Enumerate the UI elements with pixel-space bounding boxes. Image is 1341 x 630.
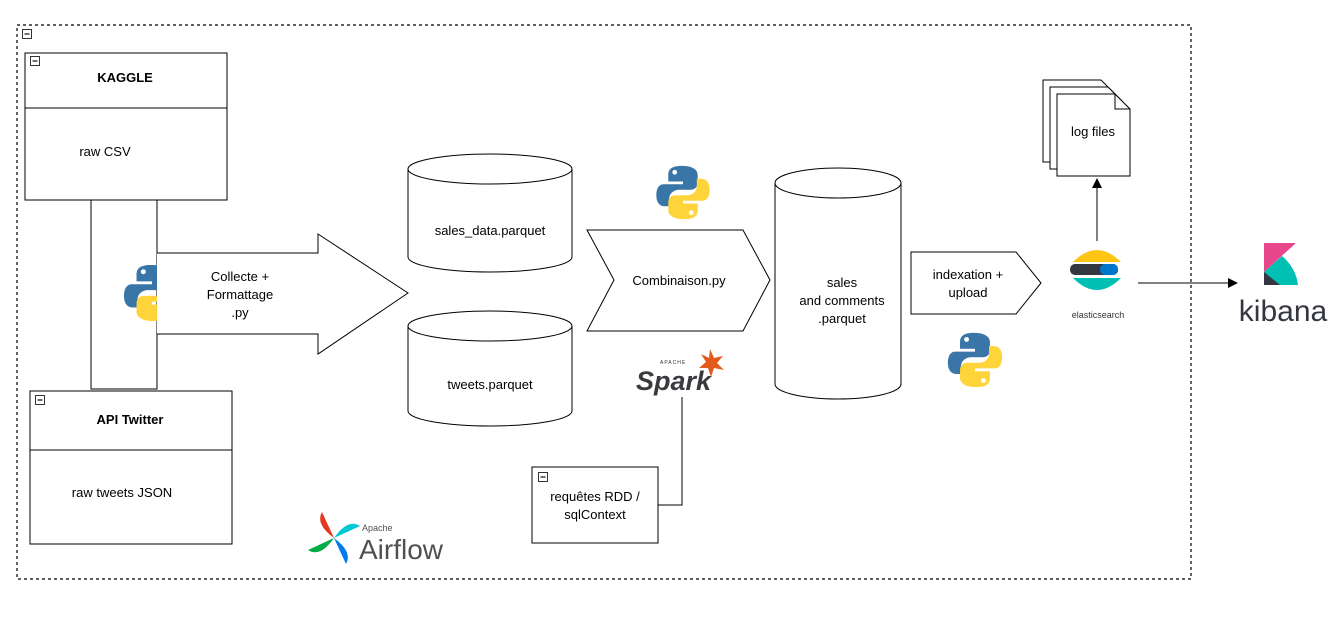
index-step: indexation + upload	[910, 251, 1042, 315]
python-logo-icon	[947, 332, 1003, 388]
log-files: log files	[1042, 79, 1131, 177]
kibana-logo-icon: kibana	[1238, 237, 1328, 333]
collect-label-line3: .py	[231, 305, 249, 320]
collect-arrow: Collecte + Formattage .py	[157, 233, 409, 355]
combine-label: Combinaison.py	[632, 273, 726, 288]
spark-query-connector	[658, 397, 683, 506]
twitter-container: API Twitter raw tweets JSON	[29, 390, 233, 545]
tweets-store: tweets.parquet	[407, 310, 573, 427]
log-files-label: log files	[1071, 124, 1116, 139]
twitter-title: API Twitter	[97, 412, 164, 427]
source-connector-bar	[90, 198, 158, 390]
collapse-icon[interactable]	[538, 472, 548, 482]
kaggle-container: KAGGLE raw CSV	[24, 52, 228, 201]
combine-step: Combinaison.py	[586, 229, 771, 332]
elasticsearch-text: elasticsearch	[1072, 310, 1125, 320]
spark-logo-icon: APACHE Spark	[633, 346, 729, 397]
combined-store: sales and comments .parquet	[774, 167, 902, 400]
airflow-small-text: Apache	[362, 523, 393, 533]
combined-label-line3: .parquet	[818, 311, 866, 326]
collapse-icon[interactable]	[30, 56, 40, 66]
queries-label-line1: requêtes RDD /	[550, 489, 640, 504]
tweets-label: tweets.parquet	[447, 377, 533, 392]
twitter-body: raw tweets JSON	[72, 485, 172, 500]
python-logo-icon	[656, 165, 710, 220]
spark-text: Spark	[636, 366, 713, 396]
combined-label-line1: sales	[827, 275, 858, 290]
kaggle-title: KAGGLE	[97, 70, 153, 85]
collect-label-line2: Formattage	[207, 287, 273, 302]
combined-label-line2: and comments	[799, 293, 885, 308]
collapse-icon[interactable]	[35, 395, 45, 405]
index-label-line1: indexation +	[933, 267, 1003, 282]
queries-label-line2: sqlContext	[564, 507, 626, 522]
collect-label-line1: Collecte +	[211, 269, 269, 284]
elasticsearch-logo-icon: elasticsearch	[1058, 241, 1138, 325]
sales-data-label: sales_data.parquet	[435, 223, 546, 238]
sales-data-store: sales_data.parquet	[407, 153, 573, 273]
queries-box: requêtes RDD / sqlContext	[531, 466, 659, 544]
airflow-logo-icon: Apache Airflow	[304, 508, 444, 568]
airflow-text: Airflow	[359, 534, 444, 565]
collapse-icon[interactable]	[22, 29, 32, 39]
index-label-line2: upload	[948, 285, 987, 300]
kaggle-body: raw CSV	[79, 144, 131, 159]
kibana-text: kibana	[1239, 295, 1328, 328]
spark-small-text: APACHE	[660, 360, 686, 366]
